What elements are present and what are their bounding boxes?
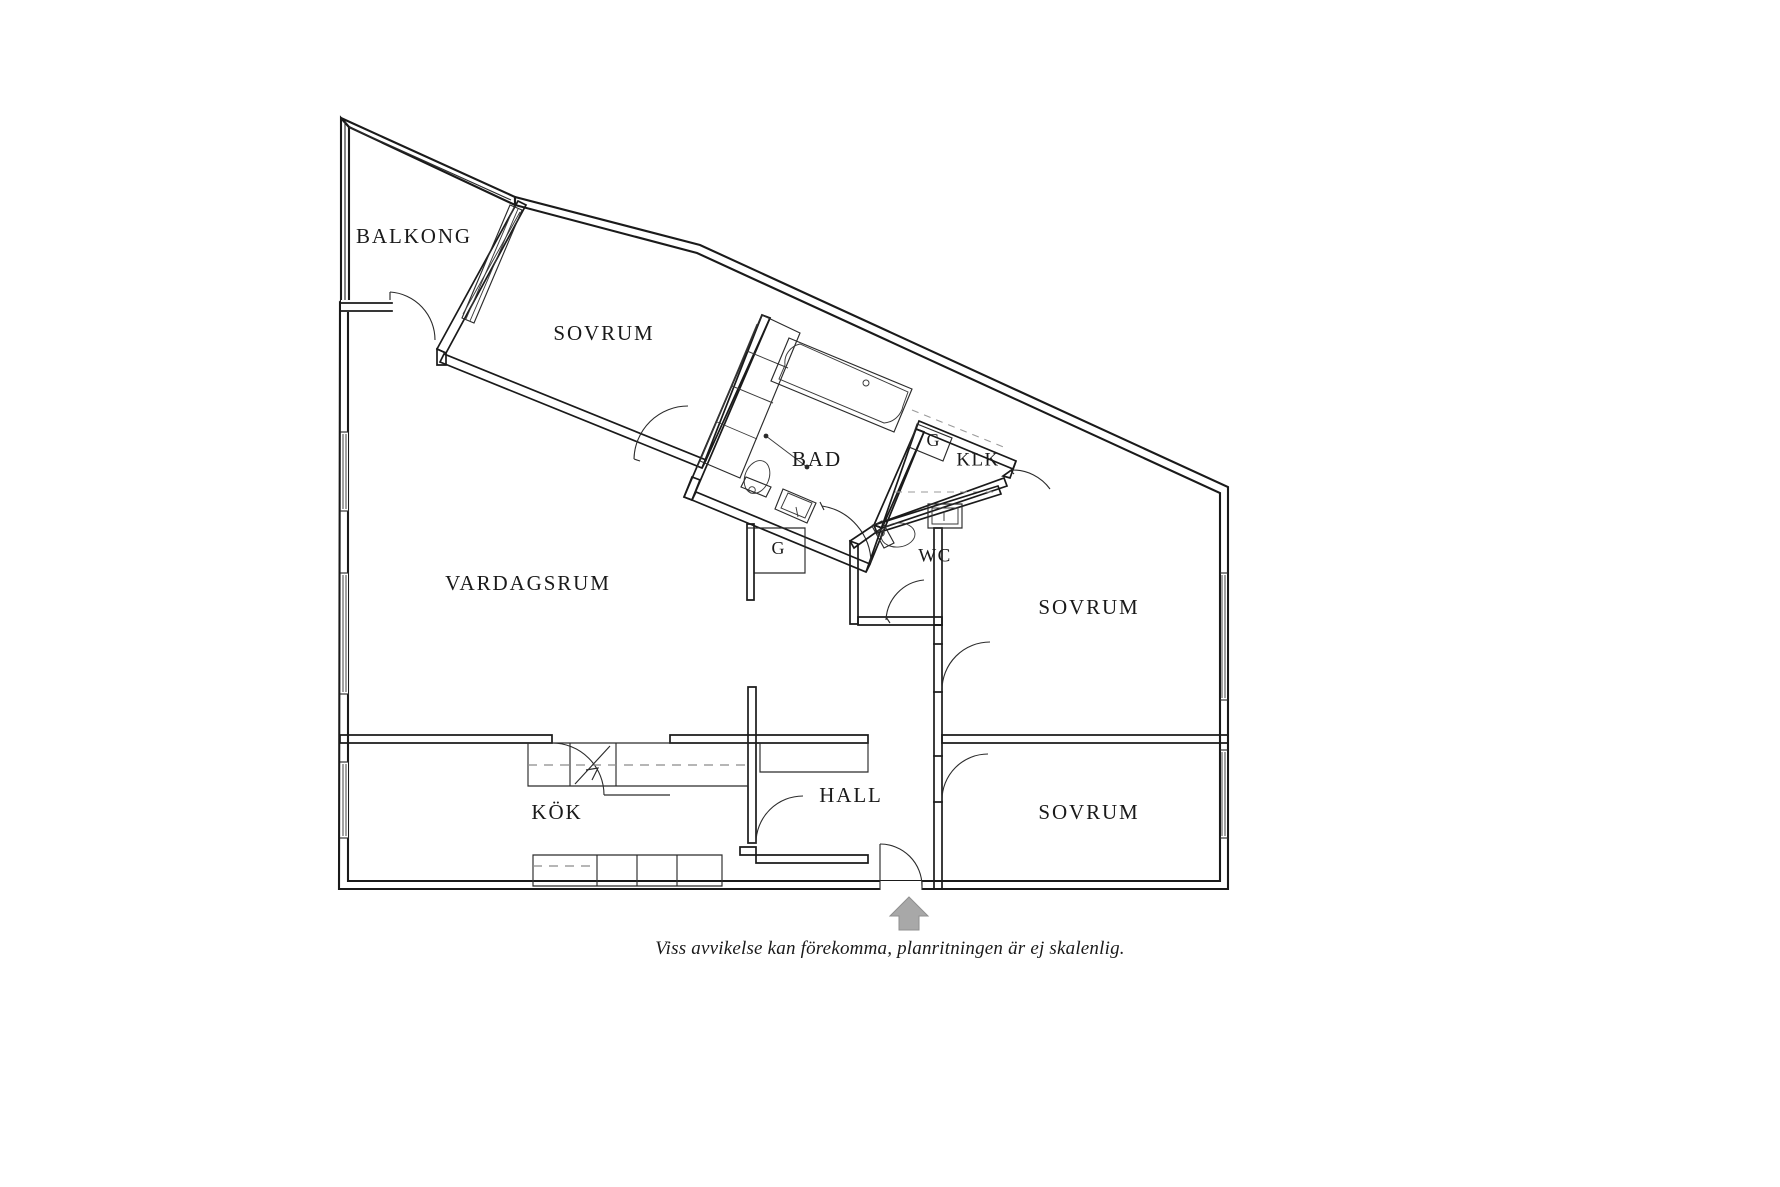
- room-label-bad: BAD: [792, 447, 842, 471]
- entrance-door: [879, 843, 923, 890]
- bathroom-rail: [763, 433, 810, 470]
- room-label-sovrum-3: SOVRUM: [1038, 800, 1139, 824]
- window-kitchen: [340, 761, 349, 839]
- wc-sink: [927, 503, 963, 529]
- balcony-structure: [339, 115, 517, 312]
- room-label-vardagsrum: VARDAGSRUM: [445, 571, 611, 595]
- window-livingroom-1: [340, 431, 349, 512]
- bathroom-sink: [774, 488, 817, 524]
- kitchen-fittings: [527, 742, 749, 887]
- room-label-kok: KÖK: [531, 800, 582, 824]
- hall-wardrobe: [759, 742, 869, 773]
- balcony-door-swing: [389, 291, 436, 341]
- room-label-klk: KLK: [956, 449, 999, 470]
- klk-closet-g: [908, 423, 953, 462]
- klk-door-swing: [1011, 469, 1051, 490]
- room-labels: BALKONG SOVRUM BAD KLK WC VARDAGSRUM SOV…: [356, 224, 1139, 824]
- kitchen-hall-door-swing: [755, 795, 804, 844]
- room-label-sovrum-1: SOVRUM: [553, 321, 654, 345]
- room-label-balkong: BALKONG: [356, 224, 472, 248]
- kitchen-hall-walls: [339, 686, 869, 864]
- kitchen-door-swing: [551, 742, 605, 796]
- closet-label-hall: G: [772, 538, 785, 558]
- klk-rail-top: [911, 409, 1007, 449]
- wc-toilet: [871, 520, 916, 549]
- bathroom-toilet: [740, 460, 772, 498]
- hall-closet-g: [746, 523, 806, 601]
- windows-right: [1220, 572, 1228, 839]
- closet-labels: G G: [772, 430, 940, 558]
- bathroom-shelving: [696, 314, 801, 479]
- bathtub: [770, 337, 913, 433]
- bedroom1-door-swing: [633, 405, 689, 460]
- windows-left: [340, 431, 349, 839]
- bedroom2-door-swing: [941, 641, 991, 691]
- room-label-sovrum-2: SOVRUM: [1038, 595, 1139, 619]
- bathroom-door-swing: [821, 505, 872, 564]
- bedroom3-door-swing: [941, 753, 989, 801]
- window-bedroom3: [1220, 749, 1228, 839]
- window-livingroom-2: [340, 572, 349, 695]
- room-label-wc: WC: [918, 545, 951, 566]
- plan-disclaimer-caption: Viss avvikelse kan förekomma, planritnin…: [655, 938, 1125, 959]
- window-bedroom2: [1220, 572, 1228, 701]
- entrance-door-swing: [879, 843, 923, 887]
- entrance-arrow: [888, 896, 930, 931]
- right-bedrooms-walls: [933, 624, 1229, 890]
- wc-door-swing: [885, 579, 925, 621]
- room-label-hall: HALL: [819, 783, 883, 807]
- closet-label-klk: G: [927, 430, 940, 450]
- bathroom-structure: [682, 313, 926, 574]
- balcony-door: [461, 204, 523, 324]
- stove-icon: [574, 745, 611, 785]
